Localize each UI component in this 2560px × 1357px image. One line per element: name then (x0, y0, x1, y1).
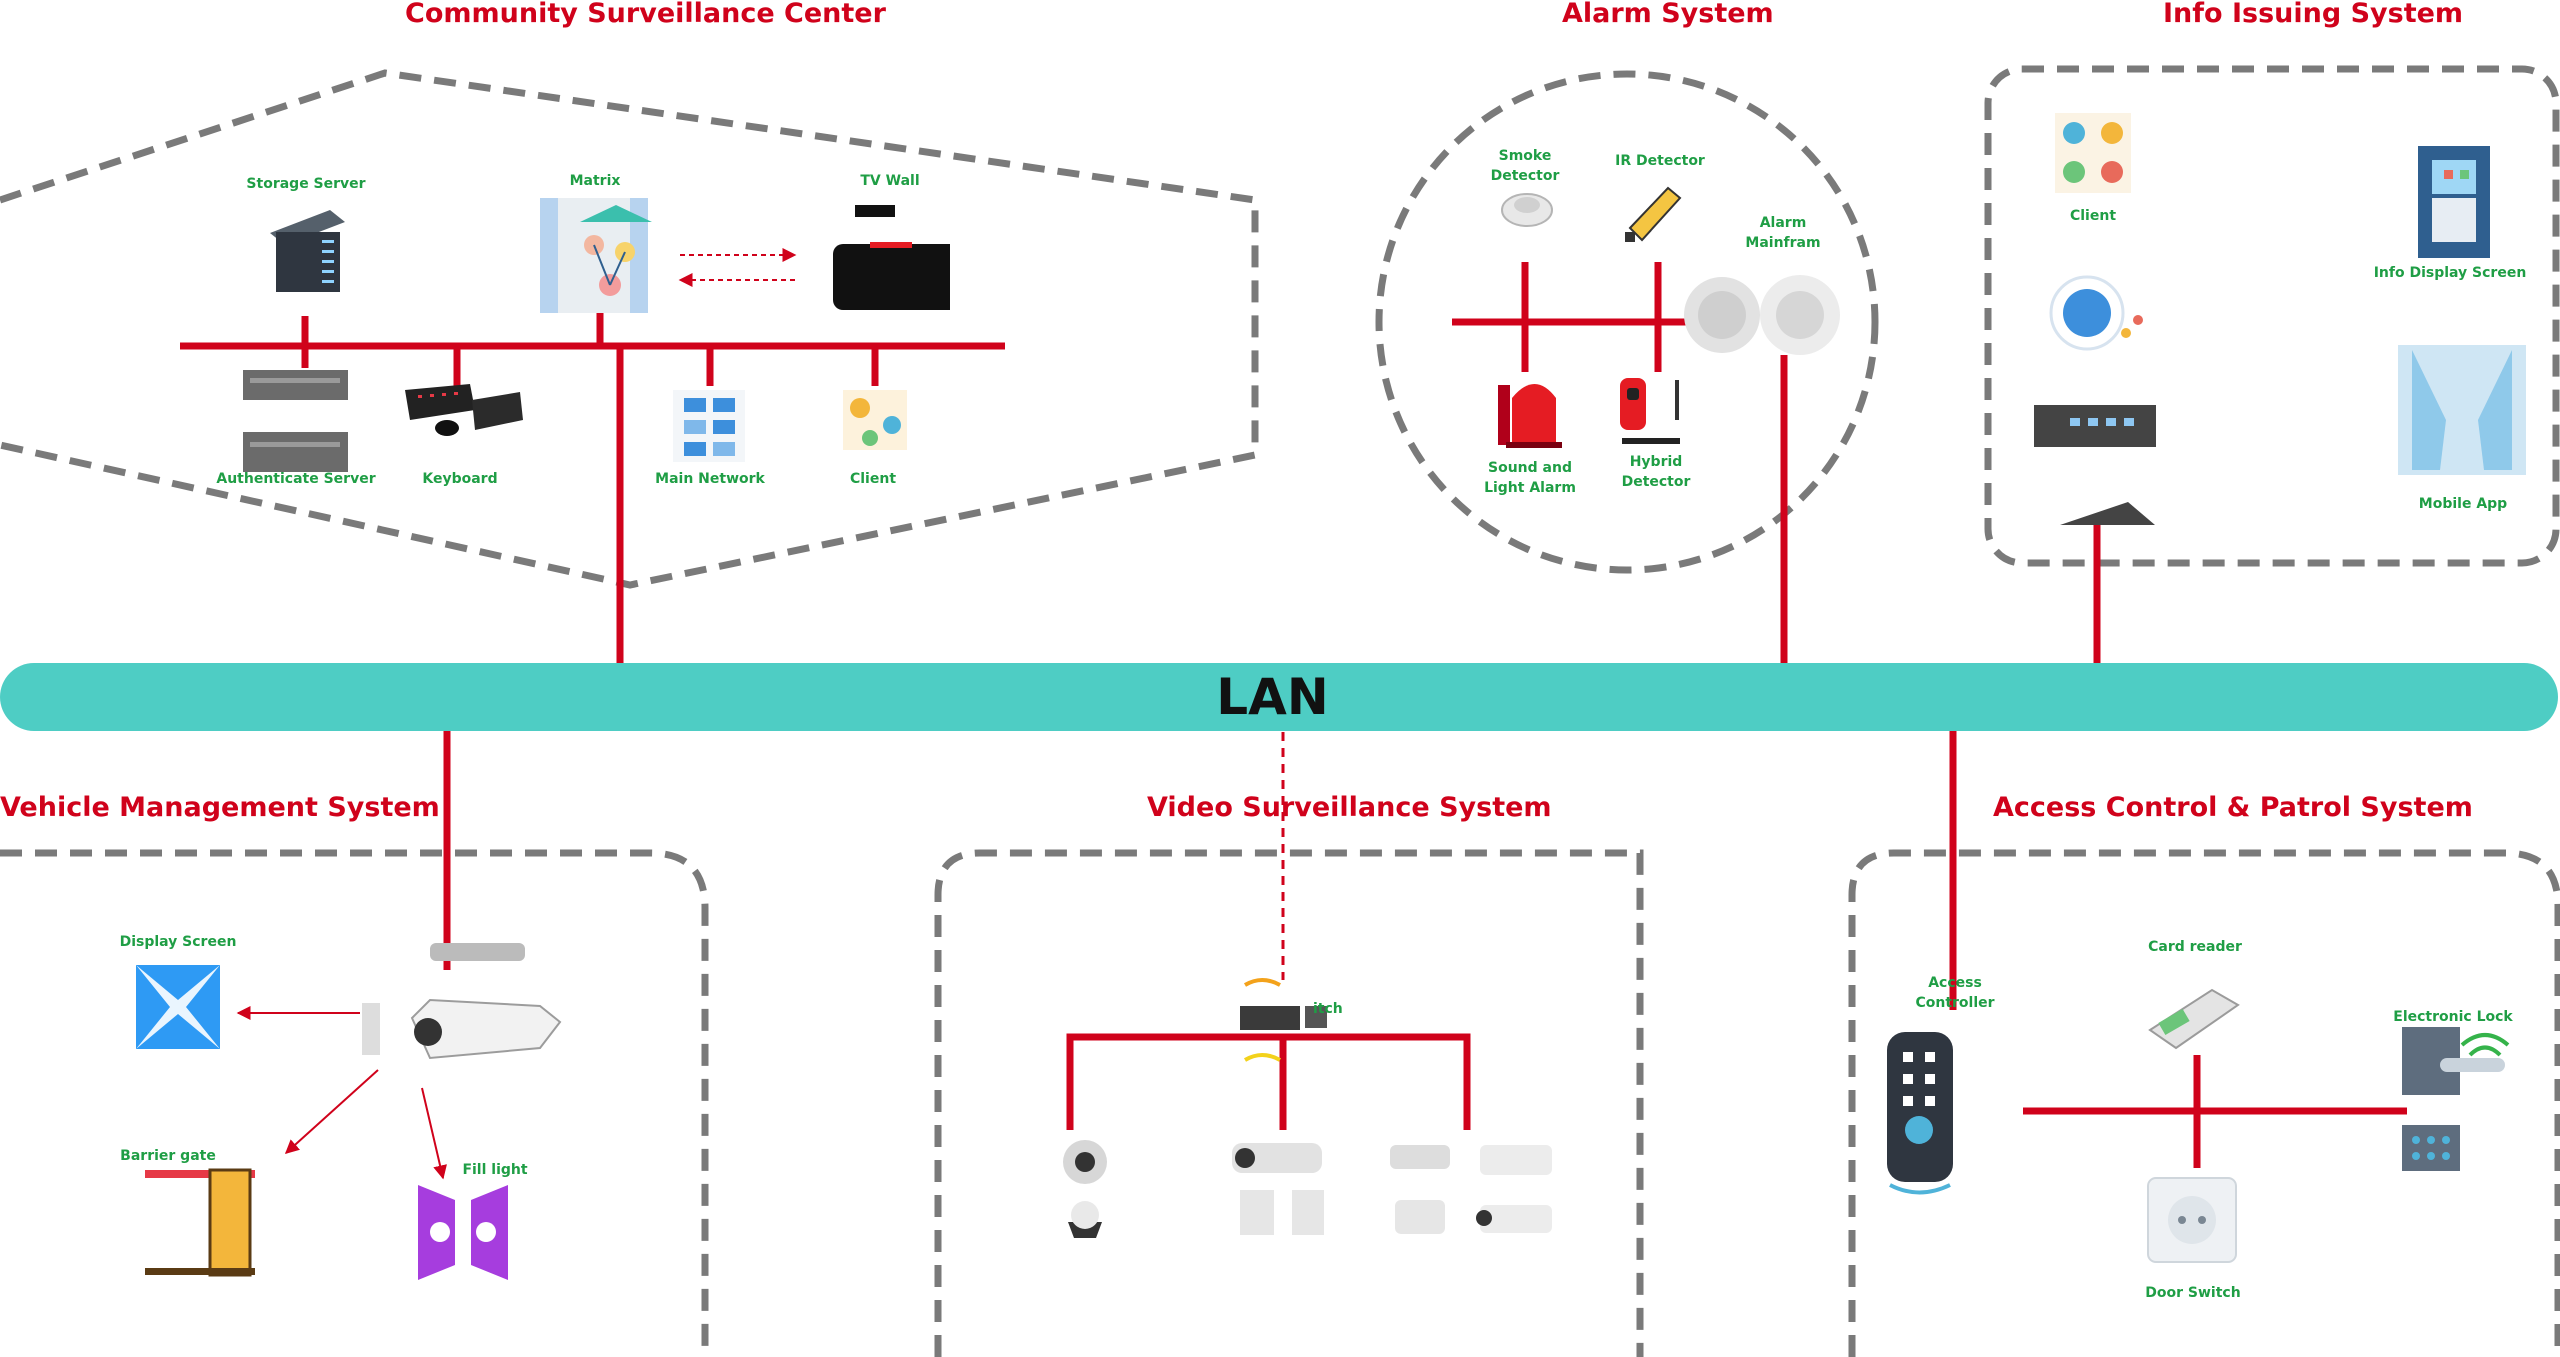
camera-group-icon (1390, 1145, 1552, 1234)
electronic-lock-icon (2402, 1027, 2510, 1171)
door-switch-label: Door Switch (2145, 1285, 2241, 1301)
fill-light-label: Fill light (462, 1162, 528, 1178)
display-screen-label: Display Screen (119, 934, 237, 950)
fill-light-icon (418, 1185, 508, 1280)
ir-detector-icon (1625, 186, 1682, 242)
access-boundary (1848, 849, 2560, 1357)
mobile-app-icon (2398, 345, 2526, 475)
alarm-mainframe-label: Alarm Mainfram (1745, 215, 1821, 252)
hybrid-detector-icon (1620, 378, 1680, 444)
siren-icon (1498, 384, 1562, 448)
barrier-gate-label: Barrier gate (120, 1148, 216, 1164)
globe-network-icon (2049, 275, 2143, 351)
matrix-icon (540, 198, 652, 313)
keyboard-label: Keyboard (422, 471, 498, 487)
camera-group-icon (1232, 1143, 1324, 1235)
access-control-title: Access Control & Patrol System (1993, 792, 2473, 823)
vehicle-boundary (0, 849, 709, 1357)
door-switch-icon (2147, 1177, 2237, 1263)
authenticate-server-label: Authenticate Server (216, 471, 376, 487)
video-surveillance-title: Video Surveillance System (1147, 792, 1552, 823)
vehicle-management-title: Vehicle Management System (0, 792, 440, 823)
info-display-screen-label: Info Display Screen (2373, 265, 2527, 281)
alarm-boundary (1375, 70, 1879, 574)
alarm-mainframe-icon (1684, 275, 1840, 355)
hybrid-detector-label: Hybrid Detector (1621, 454, 1691, 491)
switch-label: itch (1313, 1001, 1343, 1017)
card-reader-icon (2148, 988, 2240, 1050)
sound-light-alarm-label: Sound and Light Alarm (1484, 460, 1576, 497)
access-controller-icon (1887, 1032, 1953, 1195)
display-screen-icon (136, 965, 220, 1049)
matrix-label: Matrix (569, 173, 621, 189)
client-group-icon (2055, 113, 2131, 193)
lan-label: LAN (1216, 668, 1329, 726)
info-display-screen-icon (2418, 146, 2490, 258)
community-boundary (0, 69, 1259, 589)
mobile-app-label: Mobile App (2418, 496, 2508, 512)
card-reader-label: Card reader (2148, 939, 2242, 955)
router-icon (2034, 405, 2156, 525)
electronic-lock-label: Electronic Lock (2393, 1009, 2513, 1025)
bullet-camera-icon (362, 943, 562, 1060)
storage-server-label: Storage Server (246, 176, 366, 192)
lan-bar (0, 663, 2558, 731)
access-controller-label: Access Controller (1915, 975, 1995, 1012)
tv-wall-label: TV Wall (860, 173, 920, 189)
info-boundary (1984, 65, 2560, 567)
tv-wall-icon (833, 205, 950, 310)
main-network-label: Main Network (655, 471, 765, 487)
network-rack-icon (673, 390, 745, 462)
barrier-gate-icon (145, 1168, 255, 1277)
keyboard-icon (405, 384, 523, 436)
alarm-system-title: Alarm System (1562, 0, 1774, 29)
video-boundary (934, 849, 1644, 1357)
smoke-detector-label: Smoke Detector (1490, 148, 1560, 185)
server-icon (270, 210, 345, 292)
camera-group-icon (1063, 1140, 1107, 1238)
community-surveillance-title: Community Surveillance Center (405, 0, 886, 29)
info-issuing-title: Info Issuing System (2163, 0, 2464, 29)
client-icon (843, 390, 907, 450)
client-label: Client (849, 471, 897, 487)
network-switch-icon (1240, 978, 1327, 1062)
rack-server-icon (243, 370, 348, 472)
ir-detector-label: IR Detector (1615, 153, 1705, 169)
smoke-detector-icon (1501, 193, 1553, 227)
client-label: Client (2069, 208, 2117, 224)
